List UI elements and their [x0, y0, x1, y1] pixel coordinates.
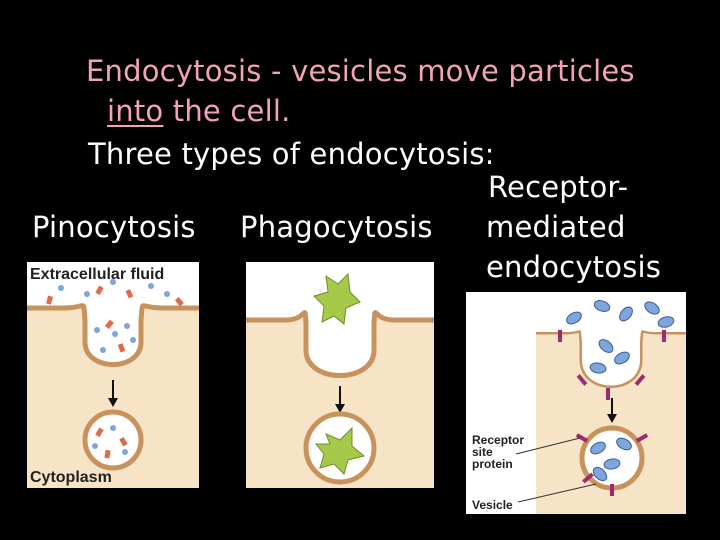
subtitle: Three types of endocytosis: — [88, 137, 495, 171]
label-vesicle: Vesicle — [472, 498, 513, 512]
title-line-2: into the cell. — [107, 97, 291, 126]
down-arrow-icon — [335, 404, 345, 413]
label-pinocytosis: Pinocytosis — [32, 210, 196, 244]
receptor-mediated-panel: Receptor site protein Vesicle — [466, 292, 686, 514]
receptor-mediated-diagram — [515, 292, 686, 514]
title-line-1: Endocytosis - vesicles move particles — [86, 57, 635, 86]
label-receptor-line-1: Receptor- — [488, 170, 629, 204]
phagocytosis-panel — [246, 262, 434, 488]
pinocytosis-panel: Extracellular fluid Cytoplasm — [27, 262, 199, 488]
label-receptor-site-protein: Receptor site protein — [472, 434, 524, 470]
label-extracellular-fluid: Extracellular fluid — [30, 266, 165, 283]
title-underlined-word: into — [107, 94, 164, 128]
title-rest: vesicles move particles — [291, 54, 635, 88]
down-arrow-icon — [108, 398, 118, 407]
receptor-label-line-3: protein — [472, 457, 513, 471]
label-phagocytosis: Phagocytosis — [240, 210, 433, 244]
receptor-label-line-1: Receptor — [472, 433, 525, 447]
down-arrow-icon — [607, 414, 617, 423]
label-receptor-line-3: endocytosis — [486, 250, 662, 284]
title-line2-rest: the cell. — [163, 94, 291, 128]
label-receptor-line-2: mediated — [486, 210, 626, 244]
title-term: Endocytosis — [86, 54, 262, 88]
phagocytosis-diagram — [246, 272, 434, 488]
label-cytoplasm: Cytoplasm — [30, 469, 112, 486]
receptor-label-line-2: site — [472, 445, 493, 459]
pinocytosis-diagram — [27, 279, 199, 488]
title-dash: - — [261, 54, 292, 88]
